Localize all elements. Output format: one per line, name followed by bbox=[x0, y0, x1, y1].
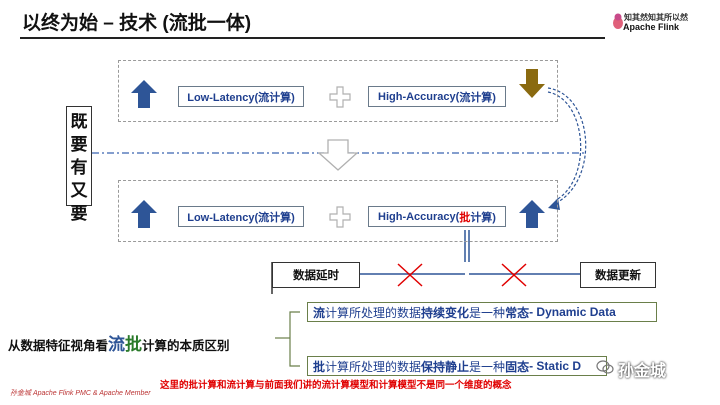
up-arrow-icon bbox=[519, 200, 545, 228]
down-arrow-icon bbox=[519, 69, 545, 98]
batch-description: 批计算所处理的数据保持静止是一种固态 - Static D bbox=[307, 356, 607, 376]
title-underline bbox=[20, 37, 605, 39]
bottom-row-container bbox=[118, 180, 558, 242]
up-arrow-icon bbox=[131, 80, 157, 108]
top-row-container bbox=[118, 60, 558, 122]
data-update-box: 数据更新 bbox=[580, 262, 656, 288]
cross-icon bbox=[397, 263, 423, 287]
page-title: 以终为始 – 技术 (流批一体) bbox=[22, 13, 252, 34]
bottom-low-latency-label: Low-Latency(流计算) bbox=[178, 206, 304, 227]
cross-icon bbox=[501, 263, 527, 287]
wechat-icon bbox=[596, 360, 614, 374]
flink-logo-icon bbox=[613, 13, 623, 29]
top-low-latency-label: Low-Latency(流计算) bbox=[178, 86, 304, 107]
logo-name: Apache Flink bbox=[623, 22, 680, 32]
footnote: 这里的批计算和流计算与前面我们讲的流计算模型和计算模型不是同一个维度的概念 bbox=[160, 380, 512, 391]
top-high-accuracy-label: High-Accuracy(流计算) bbox=[368, 86, 506, 107]
data-latency-box: 数据延时 bbox=[272, 262, 360, 288]
up-arrow-icon bbox=[131, 200, 157, 228]
logo-tagline: 知其然知其所以然 bbox=[624, 13, 688, 22]
plus-icon bbox=[329, 86, 351, 108]
side-label: 既要有又要 bbox=[66, 106, 92, 223]
bottom-high-accuracy-label: High-Accuracy(批计算) bbox=[368, 206, 506, 227]
author-credit: 孙金城 Apache Flink PMC & Apache Member bbox=[10, 390, 151, 397]
watermark: 孙金城 bbox=[618, 363, 667, 380]
hollow-down-arrow-icon bbox=[318, 139, 358, 171]
plus-icon bbox=[329, 206, 351, 228]
stream-description: 流计算所处理的数据持续变化是一种常态 - Dynamic Data bbox=[307, 302, 657, 322]
data-perspective-caption: 从数据特征视角看流批计算的本质区别 bbox=[8, 335, 230, 354]
